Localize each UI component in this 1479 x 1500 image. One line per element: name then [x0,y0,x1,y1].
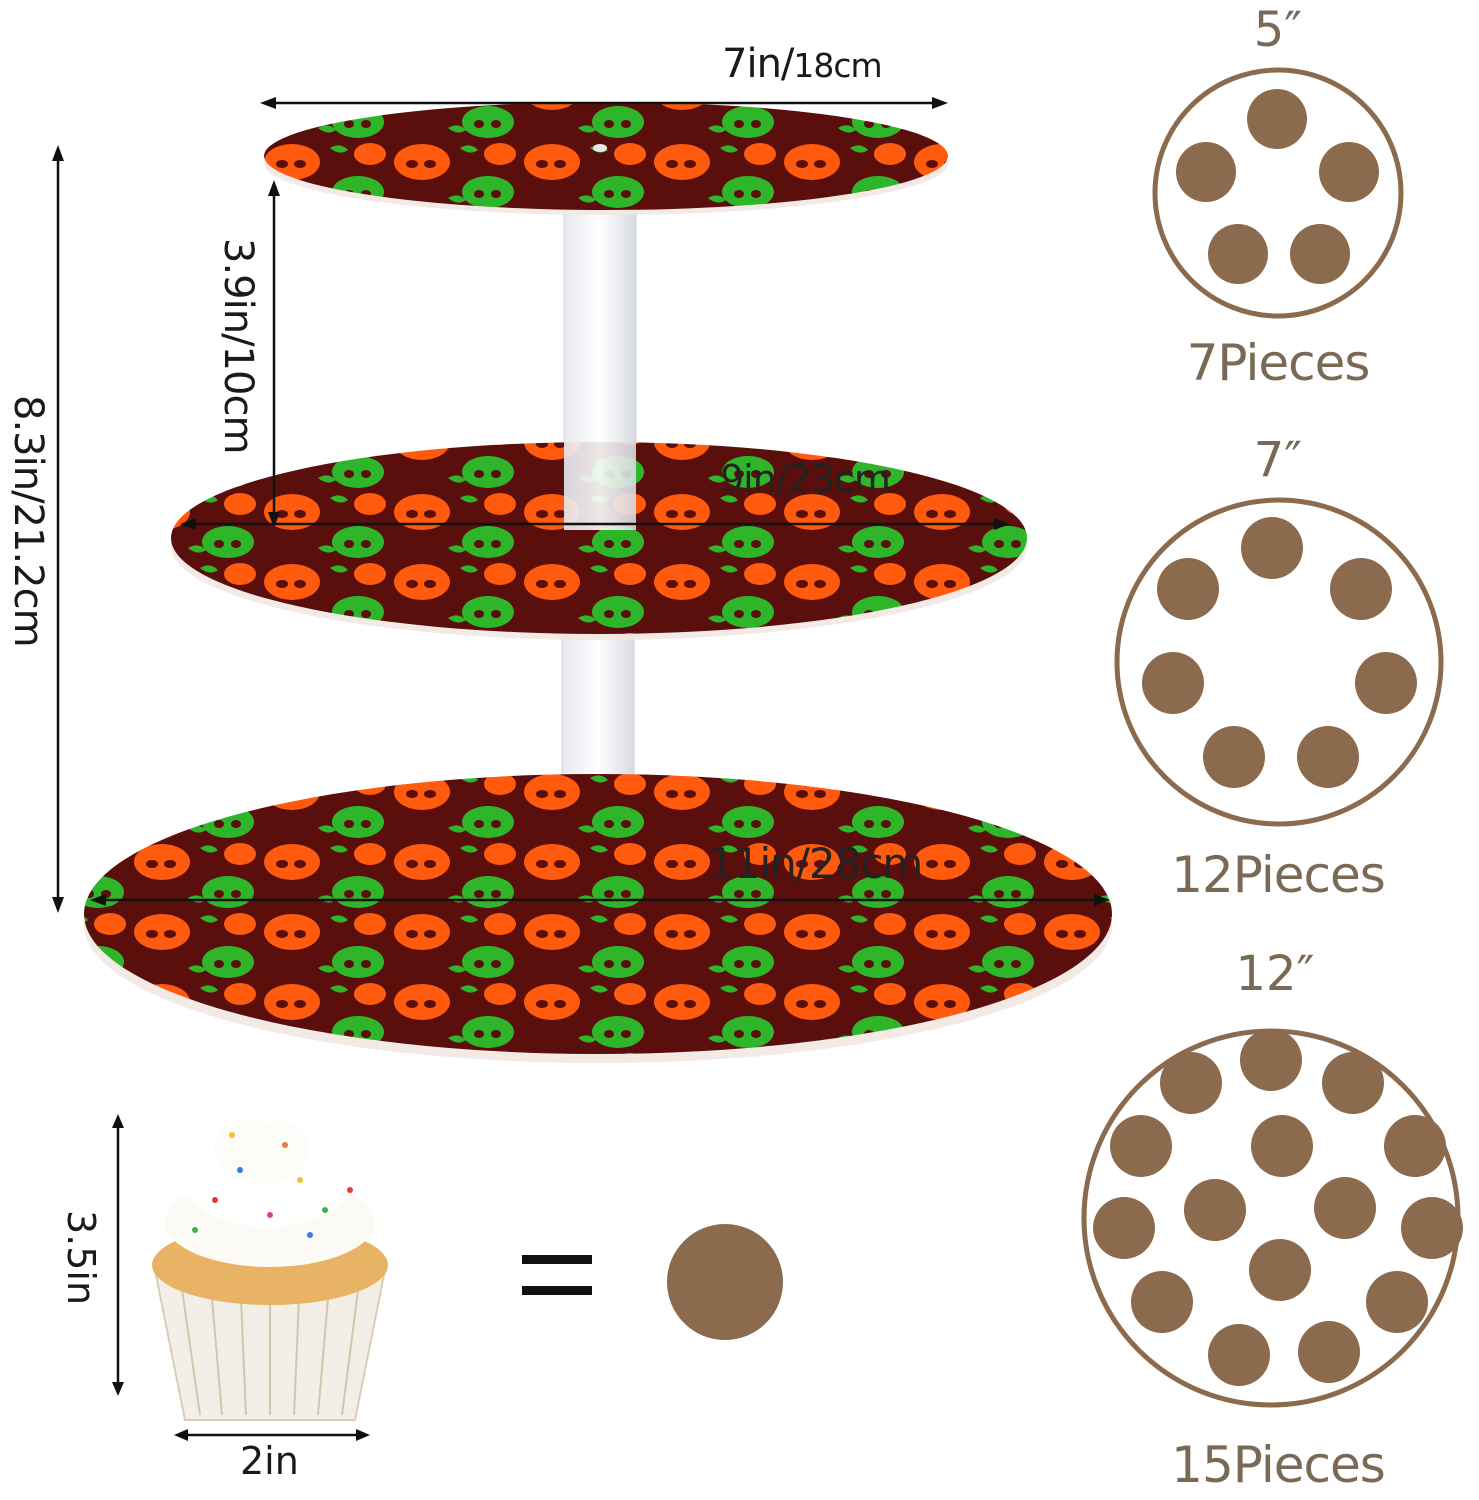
cupcake-icon [152,1091,388,1421]
total-height-label: 8.3in/21.2cm [5,395,51,647]
top-tier-width-label: 7in/18cm [722,41,883,87]
count-label-7in: 12Pieces [1171,846,1386,904]
size-label-5in: 5″ [1253,2,1303,58]
cupcake-equivalent-dot [667,1224,783,1340]
tier-bottom [84,774,1112,1054]
size-label-12in: 12″ [1235,946,1315,1002]
capacity-circle-5in [1152,67,1404,319]
tier-middle [171,442,1027,634]
equals-sign-icon [522,1255,592,1303]
middle-tier-width-label: 9in/23cm [720,457,891,501]
bottom-tier-width-label: 11in/28cm [708,839,923,888]
tier-spacing-label: 3.9in/10cm [215,238,261,454]
count-label-12in: 15Pieces [1171,1436,1386,1494]
capacity-circle-7in [1114,497,1444,827]
capacity-circle-12in [1081,1028,1463,1408]
cupcake-height-label: 3.5in [59,1210,103,1306]
cupcake-width-label: 2in [240,1439,299,1483]
dimension-arrows [52,97,1110,1441]
size-label-7in: 7″ [1253,432,1303,488]
tier-top [264,102,948,210]
count-label-5in: 7Pieces [1186,334,1371,392]
